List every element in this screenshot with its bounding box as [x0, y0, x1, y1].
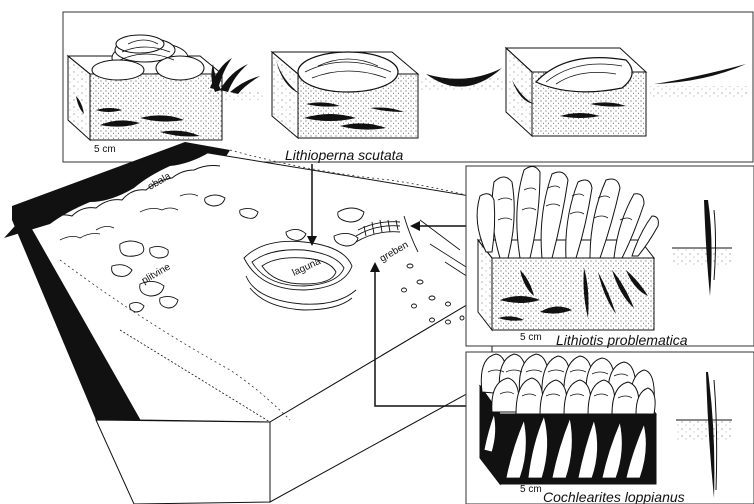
lithioperna-panel: 5 cm — [63, 12, 753, 162]
cochlearites-panel: 5 cm Cochlearites loppianus — [466, 352, 754, 504]
label-lithioperna-scutata: Lithioperna scutata — [285, 147, 404, 163]
scale-bar-cochlearites: 5 cm — [520, 484, 542, 495]
lithioperna-block-2 — [272, 52, 418, 138]
label-lithiotis-problematica: Lithiotis problematica — [556, 332, 688, 348]
block-diagram: obala plitvine laguna greben — [4, 142, 492, 504]
label-cochlearites-loppianus: Cochlearites loppianus — [543, 489, 685, 504]
scale-bar-lithiotis: 5 cm — [520, 332, 542, 343]
lithiotis-panel: 5 cm Lithiotis problematica — [466, 166, 754, 348]
scale-bar-top: 5 cm — [94, 144, 116, 155]
lithioperna-block-3 — [506, 48, 646, 136]
block-left-face — [96, 420, 270, 504]
